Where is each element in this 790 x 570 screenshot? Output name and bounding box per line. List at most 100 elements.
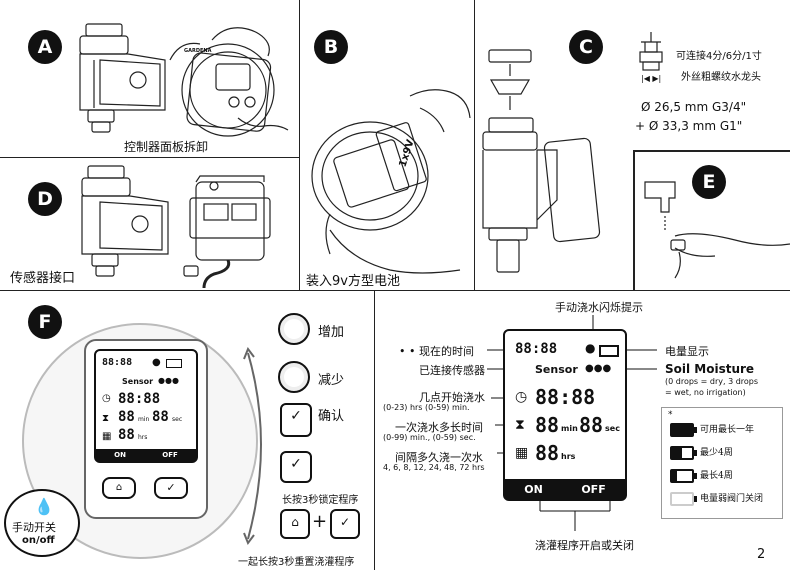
display-diagram: 手动浇水闪烁提示 • • 现在的时间 已连接传感器 几点开始浇水 (0-23) … [375,291,790,570]
increase-dial[interactable] [278,313,310,345]
label-start-time: 几点开始浇水 [419,391,485,404]
reset-confirm-hand-icon: ✓ [330,509,360,539]
legend-item-empty: 电量弱阀门关闭 [670,491,763,506]
battery-empty-icon [670,491,697,506]
badge-a: A [28,30,62,64]
diagram-lcd-onoff-bar: ON OFF [505,479,625,499]
soil-moisture-desc2: = wet, no irrigation) [665,388,746,397]
panel-c: C |◀ ▶| 可连接4分/6分/1寸 外丝粗螺纹水龙头 Ø 26,5 mm G… [475,0,790,290]
legend-star: * [668,410,673,420]
legend-item-half: 最少4周 [670,445,733,460]
device-lcd-calendar-icon: ▦ [102,431,112,442]
diagram-lcd-calendar-icon: ▦ [515,445,529,461]
panel-f: F 88:88 ● Sensor ●●● ◷ 88:88 ⧗ 88 min 88… [0,291,374,570]
label-start-range: (0-23) hrs (0-59) min. [383,403,470,412]
page-number: 2 [757,547,766,562]
diagram-lcd-drops-icon: ●●● [585,363,612,374]
reset-plus: + [312,511,328,532]
tap-size-2: + Ø 33,3 mm G1" [635,119,743,133]
legend-item-low-label: 最长4周 [700,471,733,481]
diagram-lcd-min-unit: min [561,424,578,433]
device-lcd: 88:88 ● Sensor ●●● ◷ 88:88 ⧗ 88 min 88 s… [94,349,198,463]
device-lcd-sec-unit: sec [172,416,183,423]
panel-b-caption: 装入9v方型电池 [306,274,400,289]
reset-label: 一起长按3秒重置浇灌程序 [238,557,355,568]
diagram-lcd: 88:88 ● Sensor ●●● ◷ 88:88 ⧗ 88 min 88 s… [503,329,627,501]
panel-e-frame [633,150,790,290]
controller-illustration [79,23,289,137]
decrease-dial[interactable] [278,361,310,393]
legend-item-half-label: 最少4周 [700,448,733,458]
label-duration: 一次浇水多长时间 [395,421,483,434]
device-manual-button[interactable]: ⌂ [102,477,136,499]
lock-hand-icon: ✓ [280,451,312,483]
sensor-port-illustration [81,165,271,289]
diagram-lcd-start: 88:88 [535,385,596,409]
rotation-arrow [243,347,262,546]
vertical-divider-f [374,290,375,570]
badge-c: C [569,30,603,64]
program-toggle-note: 浇灌程序开启或关闭 [535,539,634,552]
diagram-lcd-dur-sec: 88 [579,413,604,437]
badge-e: E [692,165,726,199]
device-lcd-sensor: Sensor [122,377,154,386]
device-lcd-drop-icon: ● [152,357,161,368]
device-lcd-drops-icon: ●●● [158,376,179,385]
label-current-time: • • 现在的时间 [399,345,474,358]
manual-label-line1: 手动开关 [12,521,56,534]
device-lcd-dur-sec: 88 [152,409,169,425]
decrease-label: 减少 [318,373,345,388]
horizontal-divider-ad [0,157,299,158]
diagram-lcd-sec-unit: sec [605,424,620,433]
diagram-lcd-battery-icon [599,345,619,357]
diagram-lcd-hourglass-icon: ⧗ [515,417,525,433]
battery-low-icon [670,468,697,483]
manual-label-line2: on/off [22,535,55,546]
battery-full-icon [670,422,697,437]
legend-item-full: 可用最长一年 [670,422,754,437]
device-lcd-hrs: 88 [118,427,135,443]
device-lcd-on: ON [114,451,126,459]
confirm-label: 确认 [318,409,345,424]
battery-half-icon [670,445,697,460]
horizontal-divider-middle [0,290,790,291]
label-sensor-connected: 已连接传感器 [419,364,485,377]
device-lcd-start: 88:88 [118,391,161,407]
panel-d-caption: 传感器接口 [10,271,76,286]
device-lcd-hrs-unit: hrs [138,434,148,441]
manual-flash-note: 手动浇水闪烁提示 [555,301,643,314]
badge-d: D [28,182,62,216]
panel-a-brand: GARDENA [184,48,212,54]
tap-compat-line1: 可连接4分/6分/1寸 [676,51,762,62]
filter-clean-illustration [644,181,790,279]
device-lcd-off: OFF [162,451,178,459]
manual-drop-badge: 💧 手动开关 on/off [4,489,80,557]
diagram-lcd-hrs: 88 [535,441,560,465]
battery-install-illustration [311,89,471,274]
device-lcd-time: 88:88 [102,357,133,368]
device-confirm-button[interactable]: ✓ [154,477,188,499]
diagram-lcd-clock-icon: ◷ [515,389,528,405]
diagram-lcd-on: ON [524,482,543,496]
vertical-divider-bc [474,0,475,290]
label-interval: 间隔多久浇一次水 [395,451,483,464]
battery-legend: * 可用最长一年 最少4周 最长4周 电量弱阀门关闭 [661,407,783,519]
panel-a-caption: 控制器面板拆卸 [124,140,209,154]
legend-item-full-label: 可用最长一年 [700,425,755,435]
device-lcd-battery-icon [166,359,182,368]
water-drop-icon: 💧 [34,497,54,516]
diagram-lcd-dur-min: 88 [535,413,560,437]
panel-a: A GARDENA 控制器面板拆卸 [0,0,299,157]
confirm-hand-icon: ✓ [280,403,312,437]
panel-b: B 1x9V 装入9v方型电池 [300,0,474,290]
device-lcd-min-unit: min [138,416,150,423]
panel-e: E [635,152,790,290]
diagram-lcd-time: 88:88 [515,341,558,357]
device-lcd-dur-min: 88 [118,409,135,425]
tap-compat-line2: 外丝粗螺纹水龙头 [681,72,761,83]
diagram-lcd-sensor: Sensor [535,363,578,376]
diagram-lcd-off: OFF [581,482,606,496]
tap-size-arrows: |◀ ▶| [641,74,662,83]
increase-label: 增加 [318,325,345,340]
label-battery-display: 电量显示 [665,345,709,358]
